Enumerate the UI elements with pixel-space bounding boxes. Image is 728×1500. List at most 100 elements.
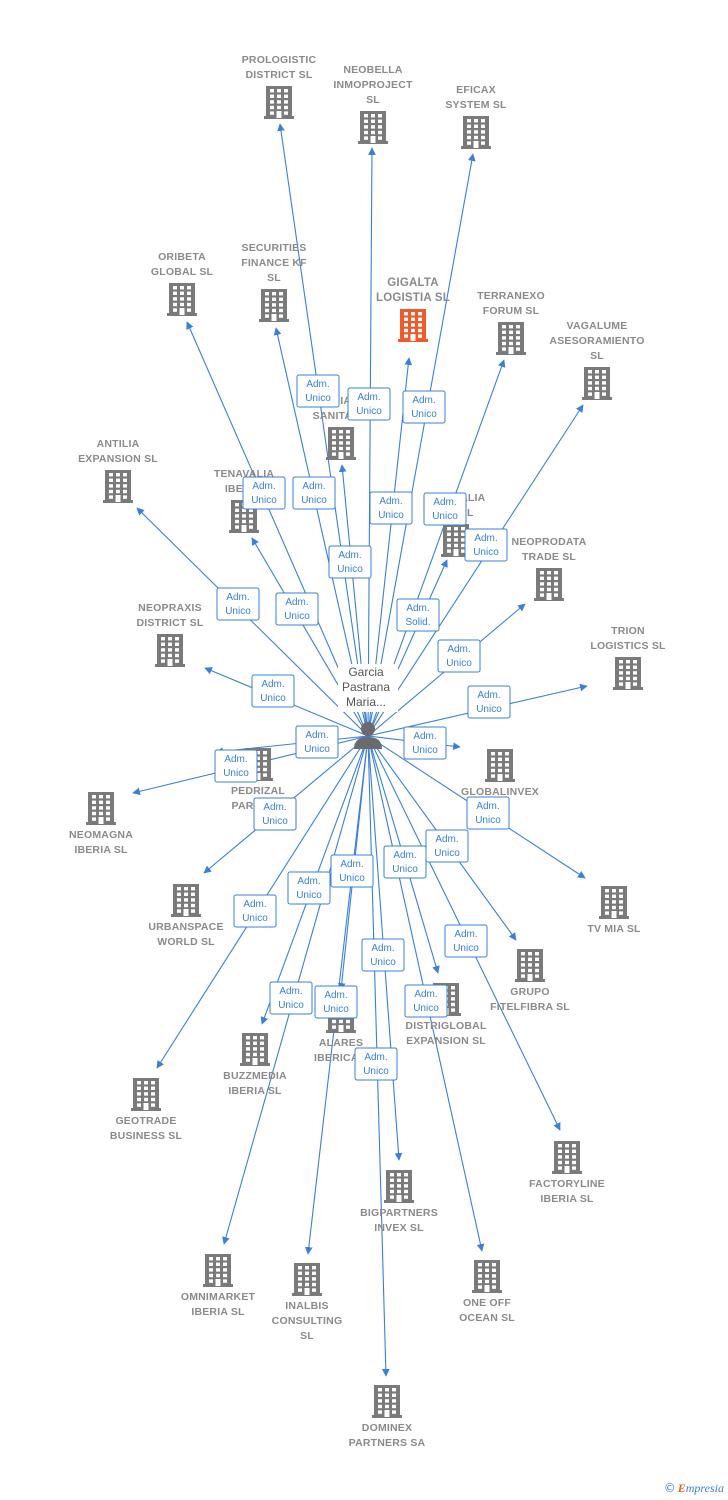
relation-badge-geotrade[interactable]: Adm.Unico xyxy=(233,894,277,928)
relation-badge-marmalia[interactable]: Adm.Unico xyxy=(423,492,467,526)
building-icon[interactable] xyxy=(131,1078,161,1111)
relation-badge-trion[interactable]: Adm.Unico xyxy=(467,685,511,719)
relation-badge-box xyxy=(404,984,448,1018)
building-icon[interactable] xyxy=(259,289,289,322)
building-icon[interactable] xyxy=(358,111,388,144)
building-icon[interactable] xyxy=(599,886,629,919)
building-icon[interactable] xyxy=(582,367,612,400)
company-label-line: NEOBELLA xyxy=(343,64,403,76)
center-person[interactable]: GarciaPastranaMaria... xyxy=(338,664,398,749)
relation-label-line: Adm. xyxy=(302,481,325,492)
relation-badge-buzzmedia[interactable]: Adm.Unico xyxy=(287,871,331,905)
building-icon[interactable] xyxy=(203,1254,233,1287)
relation-badge-neomagna[interactable]: Adm.Unico xyxy=(214,749,258,783)
building-icon[interactable] xyxy=(372,1385,402,1418)
relation-badge-alares[interactable]: Adm.Unico xyxy=(330,854,374,888)
building-icon[interactable] xyxy=(496,322,526,355)
building-icon[interactable] xyxy=(171,884,201,917)
relation-label-line: Adm. xyxy=(297,876,320,887)
relation-badge-distriglobal[interactable]: Adm.Unico xyxy=(383,845,427,879)
building-icon[interactable] xyxy=(472,1260,502,1293)
building-icon[interactable] xyxy=(103,470,133,503)
relation-label-line: Adm. xyxy=(226,592,249,603)
relation-badge-neopraxis[interactable]: Adm.Unico xyxy=(251,674,295,708)
relation-badge-tenavalia[interactable]: Adm.Unico xyxy=(242,476,286,510)
relation-badge-tvmia[interactable]: Adm.Unico xyxy=(466,796,510,830)
relation-badge-oribeta[interactable]: Adm.Unico xyxy=(216,587,260,621)
building-icon[interactable] xyxy=(86,792,116,825)
relation-badge-omnimarket[interactable]: Adm.Unico xyxy=(269,981,313,1015)
relation-badge-grupofitel[interactable]: Adm.Unico xyxy=(425,829,469,863)
relation-badge-box xyxy=(275,592,319,626)
relation-label-line: Unico xyxy=(262,816,288,827)
company-label-line: TRADE SL xyxy=(522,551,576,563)
relation-badge-neobella[interactable]: Adm.Unico xyxy=(347,387,391,421)
relation-label-line: Adm. xyxy=(306,379,329,390)
edge-to-prologistic xyxy=(277,123,369,737)
building-icon[interactable] xyxy=(461,116,491,149)
building-icon[interactable] xyxy=(515,949,545,982)
relation-badge-securities[interactable]: Adm.Unico xyxy=(292,476,336,510)
relation-badge-vagalume[interactable]: Adm.Unico xyxy=(464,528,508,562)
relation-badge-box xyxy=(295,725,339,759)
relation-badge-bigpartners[interactable]: Adm.Unico xyxy=(361,938,405,972)
relation-badge-eficax[interactable]: Adm.Unico xyxy=(402,390,446,424)
relation-badge-gigalta[interactable]: Adm.Unico xyxy=(369,491,413,525)
relation-badge-oneoff[interactable]: Adm.Unico xyxy=(404,984,448,1018)
building-icon[interactable] xyxy=(240,1033,270,1066)
relation-badge-dominex[interactable]: Adm.Unico xyxy=(354,1047,398,1081)
relation-badge-neoprodata[interactable]: Adm.Unico xyxy=(437,639,481,673)
relation-badge-prologistic[interactable]: Adm.Unico xyxy=(296,374,340,408)
relation-badge-inalbis[interactable]: Adm.Unico xyxy=(314,985,358,1019)
building-icon[interactable] xyxy=(326,427,356,460)
building-icon[interactable] xyxy=(155,634,185,667)
person-icon[interactable] xyxy=(354,722,382,749)
company-label-line: FITELFIBRA SL xyxy=(490,1001,570,1013)
company-label-line: IBERICA... xyxy=(314,1052,368,1064)
person-name-line: Pastrana xyxy=(342,680,390,694)
edge-to-pedrizal xyxy=(215,735,369,756)
building-icon[interactable] xyxy=(485,749,515,782)
relation-badge-pedrizal[interactable]: Adm.Unico xyxy=(295,725,339,759)
relation-badge-factoryline[interactable]: Adm.Unico xyxy=(444,924,488,958)
relation-badge-urbanspace[interactable]: Adm.Unico xyxy=(253,797,297,831)
company-node-tvmia[interactable]: TV MIA SL xyxy=(587,886,641,935)
building-icon[interactable] xyxy=(384,1170,414,1203)
relation-badge-antilia[interactable]: Adm.Unico xyxy=(275,592,319,626)
company-label-line: NEOMAGNA xyxy=(69,829,133,841)
building-icon[interactable] xyxy=(292,1263,322,1296)
building-icon[interactable] xyxy=(552,1141,582,1174)
relation-badge-globalinvex[interactable]: Adm.Unico xyxy=(403,726,447,760)
building-icon[interactable] xyxy=(534,568,564,601)
building-icon[interactable] xyxy=(264,86,294,119)
company-label-line: SECURITIES xyxy=(241,242,306,254)
building-icon[interactable] xyxy=(167,283,197,316)
relation-badge-terranexo[interactable]: Adm.Solid. xyxy=(396,598,440,632)
relation-badge-sanitar[interactable]: Adm.Unico xyxy=(328,545,372,579)
building-icon[interactable] xyxy=(398,309,428,342)
building-icon[interactable] xyxy=(613,657,643,690)
